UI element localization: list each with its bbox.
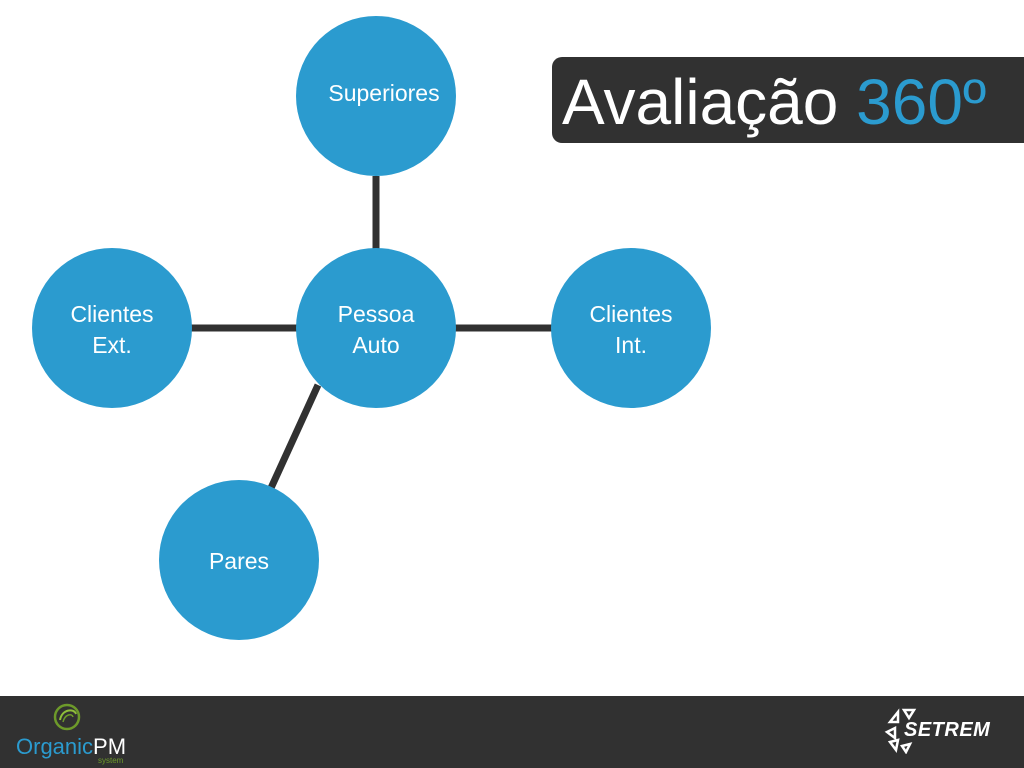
organicpm-organic: Organic [16,734,94,759]
node-pares [159,480,319,640]
organicpm-wordmark: OrganicPM [16,734,126,760]
node-pares-line1: Pares [208,548,270,574]
footer-bar [0,696,1024,768]
node-center-label: Pessoa Auto [296,299,456,361]
node-clientes-int-line2: Int. [615,332,647,358]
node-center-line1: Pessoa [337,301,415,327]
node-clientes-int-label: Clientes Int. [551,299,711,361]
node-superiores-label: Superiores [304,78,464,109]
node-superiores [296,16,456,176]
node-center [296,248,456,408]
node-center-line2: Auto [352,332,400,358]
organicpm-system: system [98,756,124,765]
node-clientes-ext-line2: Ext. [92,332,132,358]
setrem-logo: SETREM [884,708,1004,754]
node-clientes-ext-label: Clientes Ext. [32,299,192,361]
title-accent: 360º [856,66,987,138]
setrem-wordmark: SETREM [904,719,991,741]
title-banner [552,57,1024,143]
organicpm-pm: PM [93,734,127,759]
node-clientes-ext [32,248,192,408]
node-superiores-line1: Superiores [328,80,440,106]
node-clientes-ext-line1: Clientes [70,301,154,327]
node-clientes-int [551,248,711,408]
node-pares-label: Pares [159,546,319,577]
node-clientes-int-line1: Clientes [589,301,673,327]
connector-bottom [267,383,322,490]
setrem-gear-icon [884,708,917,754]
organicpm-logo: OrganicPM system [14,700,134,766]
organicpm-swirl-icon [53,703,81,731]
page-title: Avaliação 360º [562,64,986,140]
title-main: Avaliação [562,66,839,138]
